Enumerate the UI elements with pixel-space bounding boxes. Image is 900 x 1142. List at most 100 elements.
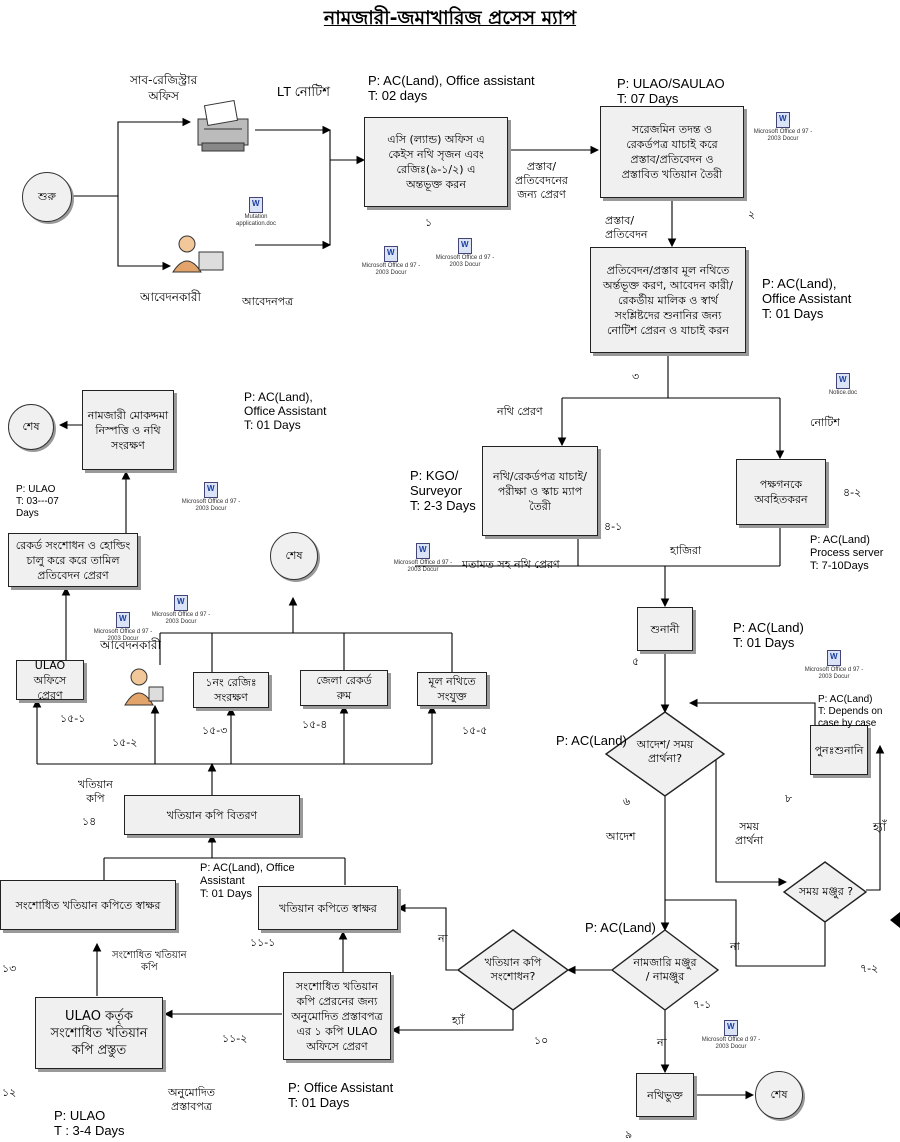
step-4-2-inform-parties: পক্ষগনকে অবহিতকরন bbox=[736, 459, 826, 525]
step-13-sign-corrected: সংশোধিত খতিয়ান কপিতে স্বাক্ষর bbox=[0, 880, 176, 930]
step-15-5-attach-file: মূল নথিতে সংযুক্ত bbox=[417, 672, 487, 706]
notice-label: নোটিশ bbox=[810, 416, 840, 429]
resp-step-1: P: AC(Land), Office assistant T: 02 days bbox=[368, 73, 535, 103]
step-number: ৮ bbox=[785, 792, 793, 805]
step-number: ১৪ bbox=[82, 815, 97, 828]
step-4-1-record-check: নথি/রেকর্ডপত্র যাচাই/ পরীক্ষা ও স্কাচ ম্… bbox=[482, 446, 598, 536]
step-number: ১৫-২ bbox=[112, 736, 138, 749]
step-1-case-creation: এসি (ল্যান্ড) অফিস এ কেইস নথি সৃজন এবং র… bbox=[364, 117, 508, 207]
application-label: আবেদনপত্র bbox=[242, 295, 294, 308]
step-5-hearing: শুনানী bbox=[637, 607, 693, 651]
step-3-notice-hearing: প্রতিবেদন/প্রস্তাব মূল নথিতে অর্ন্তভূক্ত… bbox=[590, 247, 746, 353]
step-15-4-record-room: জেলা রেকর্ড রুম bbox=[300, 670, 388, 706]
resp-step-4-2: P: AC(Land) Process server T: 7-10Days bbox=[810, 534, 884, 572]
step-7-2-time-granted: সময় মঞ্জুর ? bbox=[798, 885, 854, 898]
word-doc-icon[interactable]: Microsoft Office d 97 - 2003 Docur bbox=[434, 238, 496, 269]
resp-step-5: P: AC(Land) T: 01 Days bbox=[733, 620, 804, 650]
step-number: ১৫-৩ bbox=[202, 724, 228, 737]
step-number: ৪-১ bbox=[604, 520, 623, 533]
resp-step-16: P: ULAO T: 03---07 Days bbox=[16, 484, 59, 519]
resp-step-8: P: AC(Land) T: Depends on case by case bbox=[818, 694, 883, 729]
no-label-left: না bbox=[438, 932, 448, 945]
resp-step-12: P: ULAO T : 3-4 Days bbox=[54, 1108, 125, 1138]
step-number: ৩ bbox=[632, 370, 640, 383]
word-doc-icon[interactable]: Microsoft Office d 97 - 2003 Docur bbox=[180, 482, 242, 513]
resp-step-17: P: AC(Land), Office Assistant T: 01 Days bbox=[244, 390, 327, 432]
resp-step-11-2: P: Office Assistant T: 01 Days bbox=[288, 1080, 394, 1110]
applicant-icon-2 bbox=[120, 665, 166, 709]
step-number: ১ bbox=[425, 216, 433, 229]
step-number: ৫ bbox=[632, 655, 640, 668]
step-7-1-mutation-decision: নামজারি মঞ্জুর / নামঞ্জুর bbox=[633, 956, 697, 983]
step-number: ৭-২ bbox=[860, 962, 879, 975]
yes-label-right: হ্যাঁ bbox=[873, 820, 887, 834]
resp-step-7-1: P: AC(Land) bbox=[585, 920, 656, 935]
resp-step-11-1: P: AC(Land), Office Assistant T: 01 Days bbox=[200, 862, 295, 900]
step-9-filing: নথিভুক্ত bbox=[636, 1073, 694, 1117]
word-doc-icon[interactable]: Microsoft Office d 97 - 2003 Docur bbox=[752, 112, 814, 143]
step-number: ১০ bbox=[534, 1034, 549, 1047]
resp-step-3: P: AC(Land), Office Assistant T: 01 Days bbox=[762, 276, 852, 321]
approved-proposal-label: অনুমোদিত প্রস্তাবপত্র bbox=[168, 1086, 215, 1113]
resp-step-4-1: P: KGO/ Surveyor T: 2-3 Days bbox=[410, 468, 476, 513]
step-6-decision: আদেশ/ সময় প্রার্থনা? bbox=[636, 738, 694, 765]
word-doc-icon[interactable]: Microsoft Office d 97 - 2003 Docur bbox=[360, 246, 422, 277]
time-request-label: সময় প্রার্থনা bbox=[735, 820, 764, 847]
step-number: ১১-২ bbox=[222, 1032, 248, 1045]
step-number: ৪-২ bbox=[843, 486, 862, 499]
step-12-ulao-prepare: ULAO কর্তৃক সংশোধিত খতিয়ান কপি প্রস্তুত bbox=[35, 997, 163, 1069]
word-doc-icon[interactable]: Microsoft Office d 97 - 2003 Docur bbox=[803, 650, 865, 681]
step-16-record-correction: রেকর্ড সংশোধন ও হোল্ডিং চালু করে করে তাম… bbox=[8, 533, 138, 587]
yes-label-bottom: হ্যাঁ bbox=[452, 1014, 465, 1027]
step-number: ১১-১ bbox=[250, 936, 276, 949]
step-17-case-disposal: নামজারী মোকদ্দমা নিস্পত্তি ও নথি সংরক্ষণ bbox=[82, 390, 174, 470]
step-number: ৯ bbox=[625, 1128, 633, 1141]
resp-step-6: P: AC(Land) bbox=[556, 733, 627, 748]
page-title: নামজারী-জমাখারিজ প্রসেস ম্যাপ bbox=[323, 7, 577, 29]
word-doc-icon[interactable]: Microsoft Office d 97 - 2003 Docur bbox=[392, 543, 454, 574]
applicant-label-2: আবেদনকারী bbox=[100, 638, 161, 652]
step-14-distribute-khatian: খতিয়ান কপি বিতরণ bbox=[124, 795, 300, 835]
sub-registrar-label: সাব-রেজিস্ট্রার অফিস bbox=[130, 73, 198, 103]
no-label-right: না bbox=[730, 940, 740, 953]
step-10-correction-decision: খতিয়ান কপি সংশোধন? bbox=[484, 956, 542, 983]
step-number: ১৫-১ bbox=[60, 712, 86, 725]
step-number: ১২ bbox=[2, 1086, 17, 1099]
step-11-1-sign-khatian: খতিয়ান কপিতে স্বাক্ষর bbox=[258, 886, 398, 930]
step-number: ১৫-৫ bbox=[462, 724, 488, 737]
word-doc-icon[interactable]: Notice.doc bbox=[812, 373, 874, 397]
step-number: ২ bbox=[748, 208, 756, 221]
lt-notice-label: LT নোটিশ bbox=[277, 84, 330, 99]
word-doc-icon[interactable]: Mutation application.doc bbox=[225, 197, 287, 228]
applicant-label: আবেদনকারী bbox=[140, 290, 201, 304]
start-node: শুরু bbox=[22, 172, 72, 222]
hazira-label: হাজিরা bbox=[670, 544, 702, 557]
step-2-field-investigation: সরেজমিন তদন্ত ও রেকর্ডপত্র যাচাই করে প্র… bbox=[600, 106, 744, 198]
no-label-down: না bbox=[657, 1036, 667, 1049]
word-doc-icon[interactable]: Microsoft Office d 97 - 2003 Docur bbox=[150, 595, 212, 626]
step-number: ৭-১ bbox=[693, 998, 712, 1011]
step-15-1-send-ulao: ULAO অফিসে প্রেরণ bbox=[16, 659, 84, 702]
resp-step-2: P: ULAO/SAULAO T: 07 Days bbox=[617, 76, 725, 106]
step-number: ৬ bbox=[623, 795, 631, 808]
proposal-send-label: প্রস্তাব/ প্রতিবেদনের জন্য প্রেরণ bbox=[515, 160, 568, 201]
corrected-copy-label: সংশোধিত খতিয়ান কপি bbox=[112, 950, 187, 973]
with-opinion-label: মতামত সহ নথি প্রেরণ bbox=[462, 558, 560, 571]
khatian-copy-label: খতিয়ান কপি bbox=[78, 778, 113, 805]
word-doc-icon[interactable]: Microsoft Office d 97 - 2003 Docur bbox=[700, 1020, 762, 1051]
end-node-2: শেষ bbox=[270, 532, 318, 580]
step-number: ১৫-৪ bbox=[302, 718, 328, 731]
step-8-rehearing: পুনঃশুনানি bbox=[810, 725, 868, 775]
printer-icon bbox=[192, 98, 254, 158]
file-send-label: নথি প্রেরণ bbox=[497, 405, 543, 418]
step-11-2-send-proposal: সংশোধিত খতিয়ান কপি প্রেরনের জন্য অনুমোদ… bbox=[283, 972, 391, 1060]
word-doc-icon[interactable]: Microsoft Office d 97 - 2003 Docur bbox=[92, 612, 154, 643]
applicant-icon bbox=[165, 232, 227, 278]
end-node-1: শেষ bbox=[8, 404, 54, 450]
proposal-report-label: প্রস্তাব/ প্রতিবেদন bbox=[605, 214, 648, 241]
end-node-3: শেষ bbox=[755, 1071, 803, 1119]
step-15-3-register: ১নং রেজিঃ সংরক্ষণ bbox=[193, 672, 269, 708]
order-label: আদেশ bbox=[606, 830, 636, 843]
step-number: ১৩ bbox=[2, 962, 17, 975]
